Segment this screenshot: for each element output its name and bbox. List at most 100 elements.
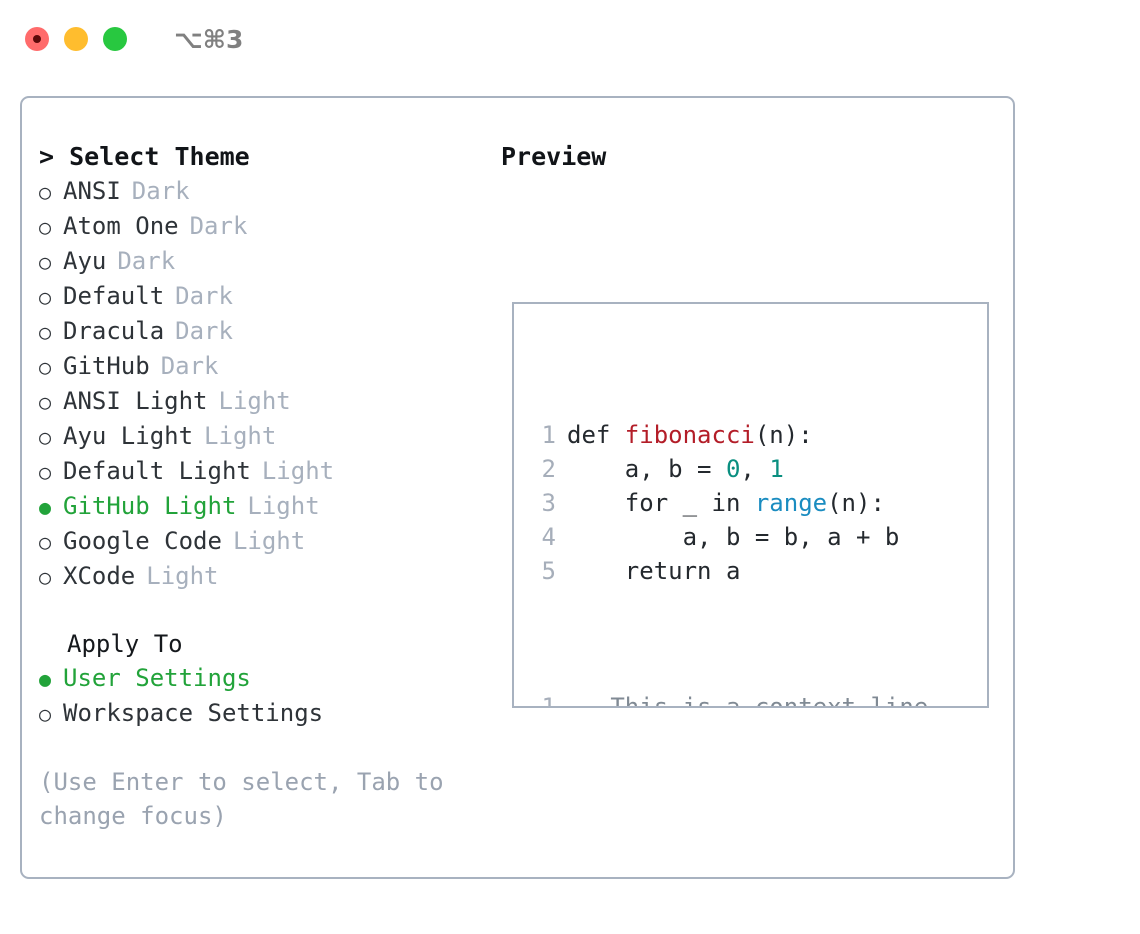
theme-variant-tag: Dark	[175, 282, 233, 310]
radio-unselected-icon: ○	[39, 530, 52, 554]
theme-option-label: Default Light	[63, 457, 251, 485]
theme-option-default-light[interactable]: ○ Default Light Light	[39, 454, 494, 489]
code-token-plain: return a	[567, 557, 741, 585]
diff-line-number: 1	[541, 693, 556, 708]
code-line-number: 3	[541, 489, 556, 517]
code-line-number: 5	[541, 557, 556, 585]
code-line-number: 2	[541, 455, 556, 483]
diff-line-text: This is a context line.	[610, 693, 943, 708]
theme-option-xcode[interactable]: ○ XCode Light	[39, 559, 494, 594]
radio-unselected-icon: ○	[39, 180, 52, 204]
theme-variant-tag: Dark	[131, 177, 190, 205]
theme-option-label: Ayu	[63, 247, 107, 275]
radio-selected-icon: ●	[39, 495, 52, 519]
theme-variant-tag: Dark	[160, 352, 219, 380]
code-token-plain: (n):	[754, 421, 813, 449]
radio-unselected-icon: ○	[39, 460, 52, 484]
theme-option-ayu-light[interactable]: ○ Ayu Light Light	[39, 419, 494, 454]
code-token-num: 0	[725, 455, 741, 483]
maximize-button-icon[interactable]	[103, 27, 127, 51]
close-button-icon[interactable]	[25, 27, 49, 51]
theme-variant-tag: Light	[218, 387, 291, 415]
radio-unselected-icon: ○	[39, 702, 52, 726]
apply-to-option-label: User Settings	[63, 664, 251, 692]
theme-variant-tag: Light	[261, 457, 335, 485]
theme-variant-tag: Dark	[189, 212, 248, 240]
diff-block: 1 This is a context line.2 - This line w…	[534, 690, 943, 708]
window-titlebar: ⌥⌘3	[0, 0, 1140, 78]
theme-option-label: Google Code	[63, 527, 222, 555]
theme-option-label: GitHub	[63, 352, 150, 380]
code-token-plain: a, b =	[567, 455, 726, 483]
diff-marker	[567, 693, 610, 706]
theme-option-ayu[interactable]: ○ Ayu Dark	[39, 244, 494, 279]
minimize-button-icon[interactable]	[64, 27, 88, 51]
code-line-number: 1	[541, 421, 556, 449]
theme-option-label: ANSI	[63, 177, 121, 205]
apply-to-option-user-settings[interactable]: ● User Settings	[39, 661, 494, 696]
theme-option-google-code[interactable]: ○ Google Code Light	[39, 524, 494, 559]
code-token-builtin: range	[754, 489, 828, 517]
keyboard-shortcut-label: ⌥⌘3	[174, 24, 244, 54]
theme-option-github[interactable]: ○ GitHub Dark	[39, 349, 494, 384]
radio-unselected-icon: ○	[39, 285, 52, 309]
theme-variant-tag: Light	[204, 422, 277, 450]
radio-unselected-icon: ○	[39, 390, 52, 414]
apply-to-heading: Apply To	[67, 630, 183, 658]
code-token-plain: (n):	[827, 489, 885, 517]
apply-to-option-label: Workspace Settings	[63, 699, 324, 727]
code-token-plain: ,	[740, 455, 770, 483]
theme-option-ansi[interactable]: ○ ANSI Dark	[39, 174, 494, 209]
diff-line-context: 1 This is a context line.	[534, 690, 943, 708]
radio-selected-icon: ●	[39, 667, 52, 691]
code-line: 5 return a	[534, 554, 943, 588]
theme-option-label: Default	[63, 282, 165, 310]
theme-variant-tag: Light	[232, 527, 306, 555]
radio-unselected-icon: ○	[39, 425, 52, 449]
theme-variant-tag: Light	[146, 562, 219, 590]
code-token-plain: a, b = b, a + b	[567, 523, 900, 551]
keyboard-hint-text: (Use Enter to select, Tab to change focu…	[39, 768, 459, 830]
code-token-num: 1	[769, 455, 784, 483]
code-line: 2 a, b = 0, 1	[534, 452, 943, 486]
apply-to-option-list[interactable]: ● User Settings ○ Workspace Settings	[39, 661, 494, 731]
code-token-plain: def	[567, 421, 625, 449]
preview-heading: Preview	[501, 142, 607, 171]
apply-to-option-workspace-settings[interactable]: ○ Workspace Settings	[39, 696, 494, 731]
radio-unselected-icon: ○	[39, 250, 52, 274]
theme-variant-tag: Dark	[117, 247, 176, 275]
code-line-number: 4	[541, 523, 556, 551]
section-spacer	[39, 594, 494, 627]
radio-unselected-icon: ○	[39, 355, 52, 379]
theme-option-label: ANSI Light	[63, 387, 208, 415]
theme-variant-tag: Light	[247, 492, 320, 520]
radio-unselected-icon: ○	[39, 320, 52, 344]
theme-option-default[interactable]: ○ Default Dark	[39, 279, 494, 314]
code-line: 4 a, b = b, a + b	[534, 520, 943, 554]
theme-option-atom-one[interactable]: ○ Atom One Dark	[39, 209, 494, 244]
theme-option-label: Atom One	[63, 212, 179, 240]
radio-unselected-icon: ○	[39, 215, 52, 239]
theme-option-ansi-light[interactable]: ○ ANSI Light Light	[39, 384, 494, 419]
radio-unselected-icon: ○	[39, 565, 52, 589]
code-line: 1 def fibonacci(n):	[534, 418, 943, 452]
theme-option-github-light[interactable]: ● GitHub Light Light	[39, 489, 494, 524]
window-controls	[25, 27, 127, 51]
theme-option-label: XCode	[63, 562, 136, 590]
select-theme-heading: > Select Theme	[39, 142, 250, 171]
code-line: 3 for _ in range(n):	[534, 486, 943, 520]
preview-column: Preview	[501, 140, 991, 174]
code-token-func: fibonacci	[624, 421, 755, 449]
theme-option-label: Dracula	[63, 317, 165, 345]
theme-option-label: Ayu Light	[63, 422, 194, 450]
theme-option-label: GitHub Light	[63, 492, 237, 520]
